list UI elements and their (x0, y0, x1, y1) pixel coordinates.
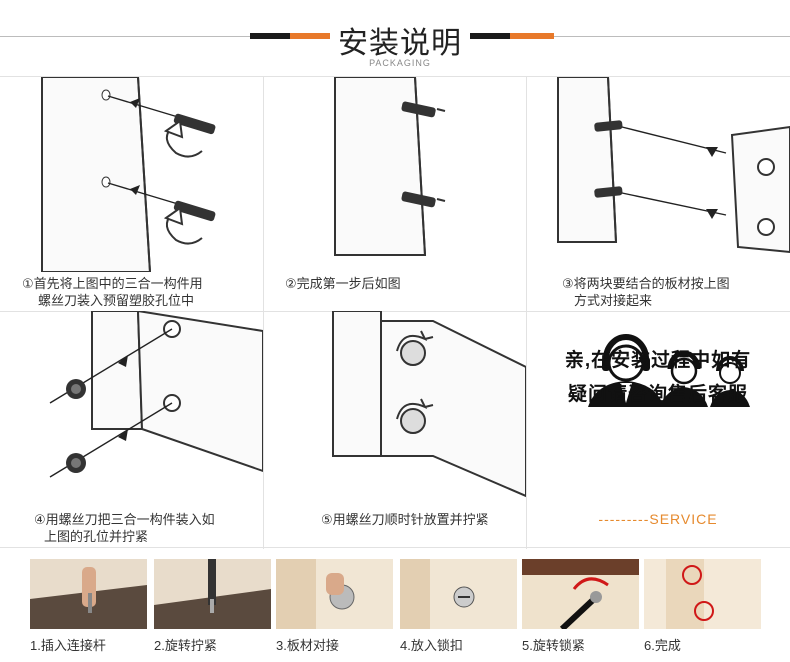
header-bar-dark-right (470, 33, 510, 39)
instruction-grid: ①首先将上图中的三合一构件用 螺丝刀装入预留塑胶孔位中 ②完成第一步后如图 (0, 76, 790, 549)
step-4-caption-line1: ④用螺丝刀把三合一构件装入如 (34, 512, 215, 527)
step-4-caption: ④用螺丝刀把三合一构件装入如 上图的孔位并拧紧 (0, 511, 263, 545)
grid-divider (263, 77, 264, 549)
step-3-caption: ③将两块要结合的板材按上图 方式对接起来 (526, 275, 789, 309)
step-5-caption-line1: ⑤用螺丝刀顺时针放置并拧紧 (321, 512, 489, 527)
photo-step-3-image (276, 559, 393, 629)
photo-step-6-image (644, 559, 761, 629)
step-5-caption: ⑤用螺丝刀顺时针放置并拧紧 (263, 511, 526, 528)
step-1-caption-line2: 螺丝刀装入预留塑胶孔位中 (38, 293, 195, 308)
step-4-panel: ④用螺丝刀把三合一构件装入如 上图的孔位并拧紧 (0, 311, 263, 545)
step-2-caption: ②完成第一步后如图 (263, 275, 526, 292)
step-1-illustration (41, 77, 216, 272)
step-2-panel: ②完成第一步后如图 (263, 77, 526, 311)
service-label: ---------SERVICE (598, 511, 718, 527)
step-3-caption-line1: ③将两块要结合的板材按上图 (562, 276, 730, 291)
step-2-caption-line1: ②完成第一步后如图 (285, 276, 401, 291)
service-message-line2: 疑问请咨询售后客服 (567, 384, 748, 405)
header-rule-right (554, 36, 790, 37)
step-1-caption: ①首先将上图中的三合一构件用 螺丝刀装入预留塑胶孔位中 (0, 275, 263, 309)
photo-step-2-image (154, 559, 271, 629)
step-3-illustration (557, 77, 790, 254)
photo-step-6-label: 6.完成 (644, 638, 681, 653)
page-title: 安装说明 (338, 26, 462, 61)
page-subtitle: PACKAGING (369, 58, 431, 68)
step-1-caption-line1: ①首先将上图中的三合一构件用 (22, 276, 203, 291)
photo-step-3-label: 3.板材对接 (276, 638, 339, 653)
header-bar-orange-right (510, 33, 554, 39)
photo-step-5-image (522, 559, 639, 629)
photo-step-2-label: 2.旋转拧紧 (154, 638, 217, 653)
header-bar-orange-left (290, 33, 330, 39)
header-rule-left (0, 36, 250, 37)
grid-divider (0, 311, 790, 312)
step-5-panel: ⑤用螺丝刀顺时针放置并拧紧 (263, 311, 526, 545)
photo-step-1-label: 1.插入连接杆 (30, 638, 106, 653)
photo-step-1-image (30, 559, 147, 629)
customer-service-panel: 亲,在安装过程中如有 疑问请咨询售后客服 ---------SERVICE (526, 311, 790, 549)
customer-service-icon (588, 334, 750, 407)
step-4-illustration (49, 311, 263, 478)
service-message-line1: 亲,在安装过程中如有 (564, 350, 752, 371)
photo-step-4-label: 4.放入锁扣 (400, 638, 463, 653)
step-1-panel: ①首先将上图中的三合一构件用 螺丝刀装入预留塑胶孔位中 (0, 77, 263, 311)
header-bar-dark-left (250, 33, 290, 39)
photo-step-5-label: 5.旋转锁紧 (522, 638, 585, 653)
step-3-caption-line2: 方式对接起来 (574, 293, 653, 308)
photo-step-4-image (400, 559, 517, 629)
step-5-illustration (332, 311, 526, 498)
photo-steps-strip: 1.插入连接杆 2.旋转拧紧 3.板材对接 4.放入锁扣 5.旋转锁紧 6.完成 (0, 553, 790, 662)
step-3-panel: ③将两块要结合的板材按上图 方式对接起来 (526, 77, 790, 311)
step-4-caption-line2: 上图的孔位并拧紧 (44, 529, 149, 544)
step-2-illustration (334, 77, 446, 256)
grid-divider (526, 77, 527, 549)
page-header: 安装说明 PACKAGING (0, 0, 790, 78)
